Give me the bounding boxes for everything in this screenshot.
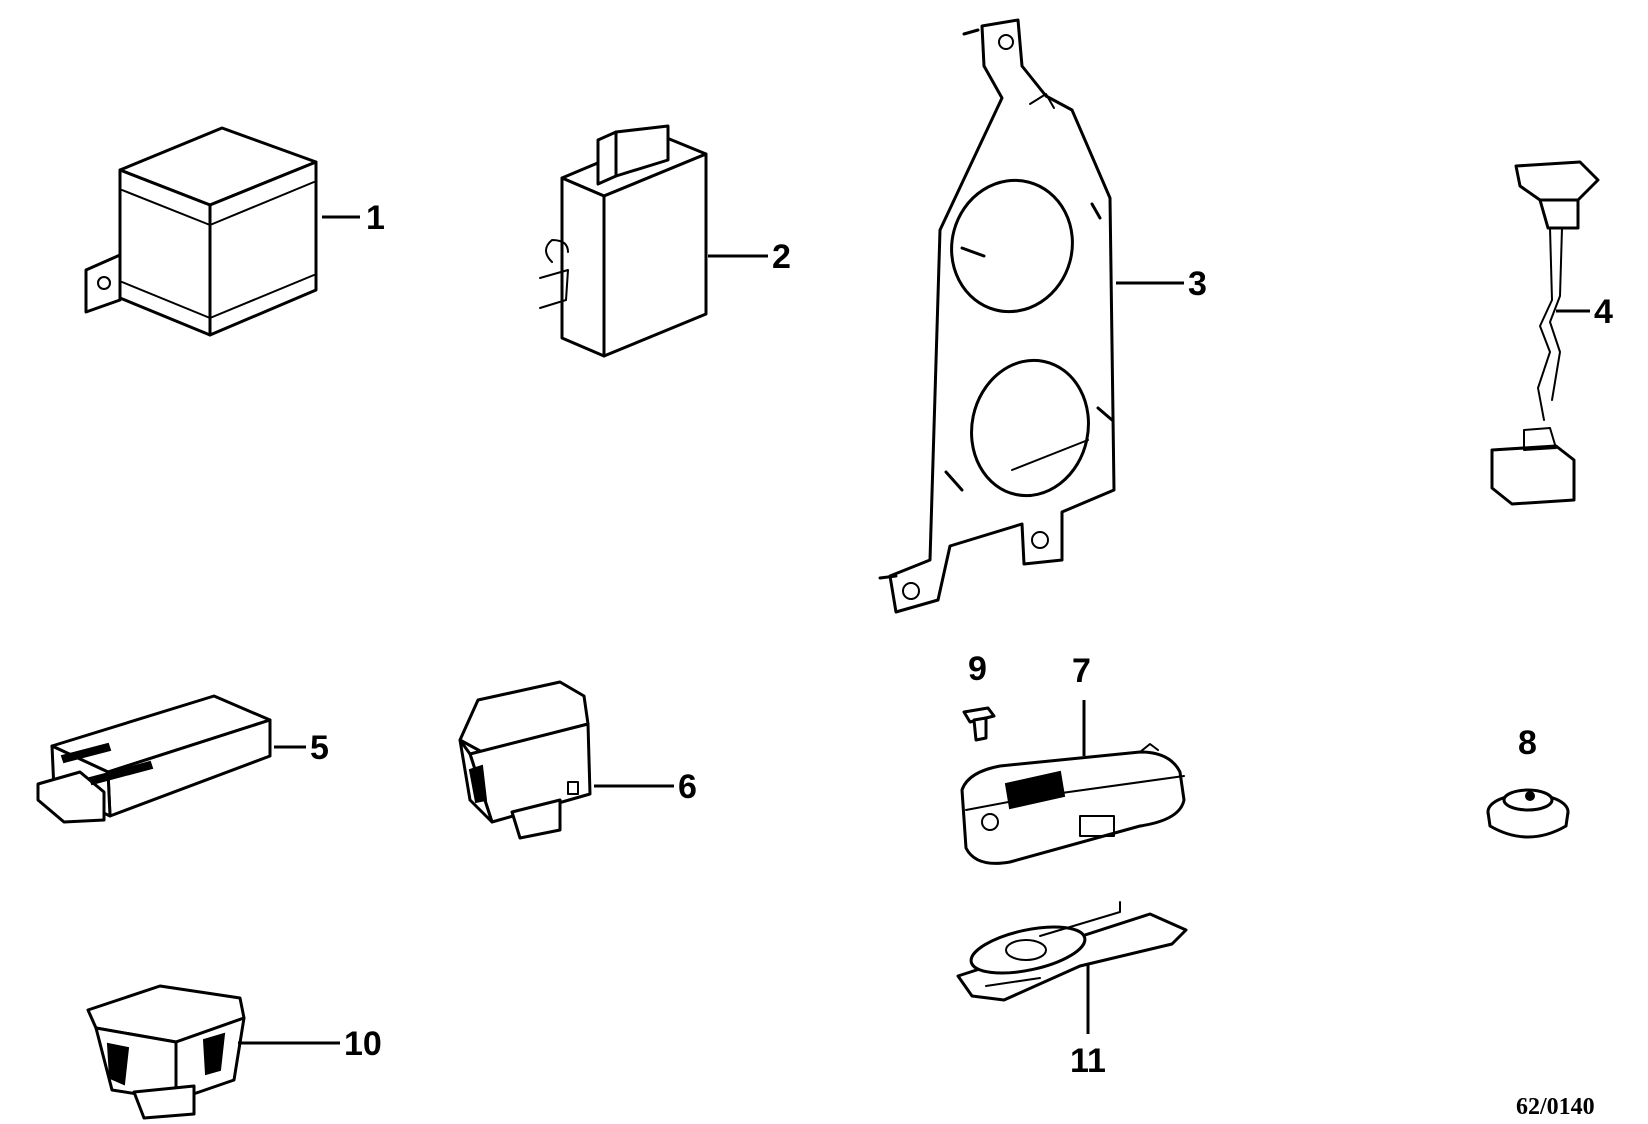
part-4-sensor-lead: [1490, 160, 1600, 506]
callout-5: 5: [310, 729, 329, 767]
callout-10: 10: [344, 1025, 382, 1063]
callout-2: 2: [772, 238, 791, 276]
part-7-key-fob: [960, 743, 1186, 865]
part-1-relay-box: [84, 126, 318, 337]
callout-9: 9: [968, 650, 987, 688]
part-3-mounting-bracket: [878, 18, 1116, 614]
callout-1: 1: [366, 199, 385, 237]
part-2-control-module: [539, 124, 708, 358]
part-6-rocker-switch: [458, 680, 592, 840]
callout-7: 7: [1072, 652, 1091, 690]
part-8-grommet: [1486, 788, 1570, 839]
callout-11: 11: [1070, 1042, 1106, 1080]
callout-6: 6: [678, 768, 697, 806]
callout-4: 4: [1594, 293, 1613, 331]
callout-3: 3: [1188, 265, 1207, 303]
part-9-screw: [962, 706, 996, 742]
part-10-switch-housing: [86, 984, 246, 1120]
part-5-flat-switch: [36, 694, 272, 824]
part-11-key-blade: [956, 901, 1188, 1002]
diagram-reference-number: 62/0140: [1516, 1094, 1595, 1120]
callout-8: 8: [1518, 724, 1537, 762]
